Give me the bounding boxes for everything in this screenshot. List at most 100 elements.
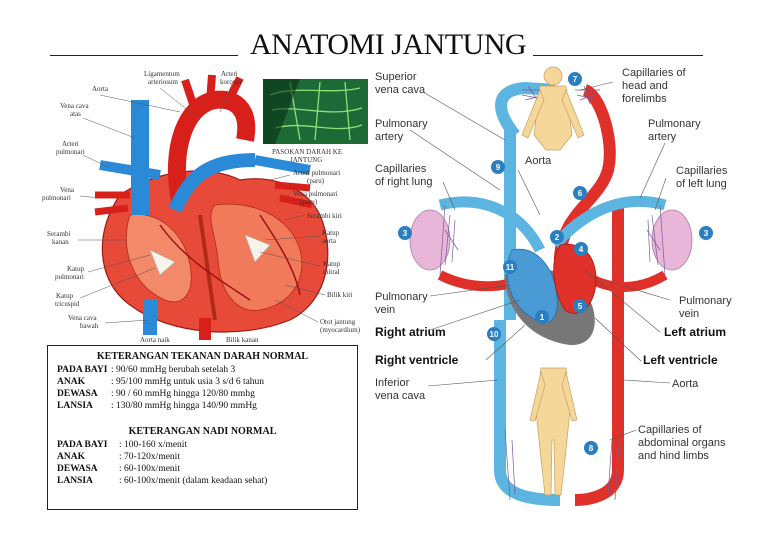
label-serambi-kiri: Serambi kiri xyxy=(307,212,342,220)
circulation-diagram: 1 2 3 3 4 5 6 7 8 9 10 11 xyxy=(375,66,732,506)
marker-10: 10 xyxy=(490,330,499,339)
label-aorta-bottom: Aorta xyxy=(672,378,699,390)
label-pulmonary-artery-l-1: Pulmonary xyxy=(375,118,428,130)
right-lung xyxy=(409,209,451,271)
label-katup-aorta-1: Katup xyxy=(322,229,340,237)
info-box: KETERANGAN TEKANAN DARAH NORMAL PADA BAY… xyxy=(47,345,358,510)
label-inferior-vena-cava-1: Inferior xyxy=(375,377,410,389)
bp-row-value: : 90/60 mmHg berubah setelah 3 xyxy=(111,365,236,375)
label-vena-cava-atas-1: Vena cava xyxy=(60,102,89,110)
valve-mitral xyxy=(244,234,271,263)
bp-row: PADA BAYI: 90/60 mmHg berubah setelah 3 xyxy=(57,365,235,375)
label-vena-pulmonari-2: pulmonari xyxy=(42,194,71,202)
label-bilik-kiri: Bilik kiri xyxy=(327,291,353,299)
coronary-supply-shade xyxy=(263,79,300,144)
marker-9: 9 xyxy=(496,163,501,172)
label-pulmonary-vein-l-2: vein xyxy=(375,304,395,316)
coronary-artery-2 xyxy=(259,214,301,296)
label-superior-vena-cava-2: vena cava xyxy=(375,84,426,96)
marker-8: 8 xyxy=(589,444,594,453)
capillary-beds xyxy=(439,85,666,501)
label-pulmonary-artery-l-2: artery xyxy=(375,131,404,143)
label-cap-left-lung-1: Capillaries xyxy=(676,165,728,177)
label-vena-pulmonari-paru-1: Vena pulmonari xyxy=(293,190,338,198)
pulmonary-artery-left-branch xyxy=(99,160,161,180)
label-cap-right-lung-2: of right lung xyxy=(375,176,432,188)
bp-row: LANSIA: 130/80 mmHg hingga 140/90 mmHg xyxy=(57,401,257,411)
page-title: ANATOMI JANTUNG xyxy=(249,28,527,61)
pulse-row: DEWASA: 60-100x/menit xyxy=(57,464,180,474)
lower-body-figure xyxy=(529,367,578,496)
label-pulmonary-vein-r-1: Pulmonary xyxy=(679,295,732,307)
pulmonary-vein-right-vessel xyxy=(582,270,668,292)
aorta-branch-2 xyxy=(206,74,216,103)
label-ligamentum-1: Ligamentum xyxy=(144,70,180,78)
title-row: ANATOMI JANTUNG xyxy=(0,28,768,68)
label-bilik-kanan: Bilik kanan xyxy=(226,336,259,344)
pulse-row: ANAK : 70-120x/menit xyxy=(57,452,180,462)
label-vena-cava-bawah-1: Vena cava xyxy=(68,314,97,322)
bp-row-key: PADA BAYI xyxy=(57,365,108,375)
label-katup-pulmonari-1: Katup xyxy=(67,265,85,273)
pulse-row-key: PADA BAYI xyxy=(57,440,108,450)
circulation-heart-right xyxy=(506,248,558,323)
bp-row-key: LANSIA xyxy=(57,401,93,411)
label-pulmonary-vein-l-1: Pulmonary xyxy=(375,291,428,303)
title-line-right xyxy=(533,55,703,56)
aorta-branch-3 xyxy=(224,76,244,104)
pulmonary-artery xyxy=(168,153,256,213)
label-arteri-koroner-2: koroner xyxy=(220,78,242,86)
coronary-artery xyxy=(159,224,251,301)
label-serambi-kanan-1: Serambi xyxy=(47,230,70,238)
marker-2: 2 xyxy=(555,233,560,242)
label-left-ventricle: Left ventricle xyxy=(643,353,718,367)
label-arteri-pulmonari-paru-1: Arteri pulmonari xyxy=(293,169,340,177)
pulse-row-key: DEWASA xyxy=(57,464,98,474)
aorta-descending-vessel xyxy=(574,200,624,506)
pulse-row-value: : 100-160 x/menit xyxy=(119,440,188,450)
label-vena-cava-atas-2: atas xyxy=(70,110,81,118)
coronary-supply-veins xyxy=(269,81,363,141)
pulse-row-value: : 60-100x/menit (dalam keadaan sehat) xyxy=(119,476,268,486)
label-aorta-naik: Aorta naik xyxy=(140,336,170,344)
pulse-heading: KETERANGAN NADI NORMAL xyxy=(128,426,277,437)
pulmonary-artery-right-vessel xyxy=(550,195,667,249)
label-arteri-pulmonari-1: Arteri xyxy=(62,140,79,148)
pulse-row-key: LANSIA xyxy=(57,476,93,486)
valve-tricuspid xyxy=(149,249,176,276)
bp-row: ANAK: 95/100 mmHg untuk usia 3 s/d 6 tah… xyxy=(57,377,264,387)
label-cap-head-2: head and xyxy=(622,80,668,92)
bp-row-key: DEWASA xyxy=(57,389,98,399)
pulse-row: LANSIA : 60-100x/menit (dalam keadaan seh… xyxy=(57,476,267,486)
label-cap-right-lung-1: Capillaries xyxy=(375,163,427,175)
label-cap-abdominal-1: Capillaries of xyxy=(638,424,703,436)
pulse-row-value: : 70-120x/menit xyxy=(119,452,180,462)
label-serambi-kanan-2: kanan xyxy=(52,238,69,246)
pulse-row-key: ANAK xyxy=(57,452,85,462)
pulmonary-artery-left-vessel xyxy=(438,196,545,253)
label-arteri-pulmonari-paru-2: (paru) xyxy=(307,177,325,185)
marker-7: 7 xyxy=(573,75,578,84)
label-katup-mitral-1: Katup xyxy=(323,260,341,268)
marker-3-right: 3 xyxy=(704,229,709,238)
left-lung xyxy=(651,209,693,271)
bp-row-value: : 95/100 mmHg untuk usia 3 s/d 6 tahun xyxy=(111,377,265,387)
label-pulmonary-artery-r-2: artery xyxy=(648,131,677,143)
label-aorta-top: Aorta xyxy=(525,155,552,167)
label-arteri-koroner-1: Arteri xyxy=(221,70,238,78)
label-otot-jantung-1: Otot jantung xyxy=(320,318,356,326)
label-katup-mitral-2: mitral xyxy=(323,268,340,276)
septum xyxy=(198,214,217,321)
label-ligamentum-2: arteriosum xyxy=(148,78,178,86)
label-katup-aorta-2: aorta xyxy=(322,237,337,245)
label-katup-tricuspid-1: Katup xyxy=(56,292,74,300)
label-vena-pulmonari-paru-2: (paru) xyxy=(300,198,318,206)
label-pasokan-1: PASOKAN DARAH KE xyxy=(272,148,342,156)
label-left-atrium: Left atrium xyxy=(664,325,726,339)
title-line-left xyxy=(50,55,238,56)
label-pulmonary-vein-r-2: vein xyxy=(679,308,699,320)
label-vena-cava-bawah-2: bawah xyxy=(80,322,99,330)
pulmonary-vein-right-1 xyxy=(274,181,311,192)
label-vena-pulmonari-1: Vena xyxy=(60,186,75,194)
